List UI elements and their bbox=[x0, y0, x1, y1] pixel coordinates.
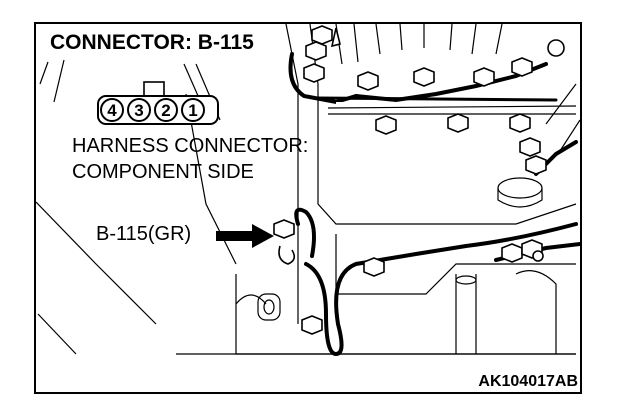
pin-2-outline bbox=[154, 98, 178, 122]
pin-4-outline bbox=[100, 98, 124, 122]
connector-block bbox=[375, 115, 397, 135]
harness-connector-label: HARNESS CONNECTOR: bbox=[72, 135, 309, 157]
connector-block bbox=[509, 113, 531, 133]
connector-block bbox=[303, 63, 325, 83]
figure-id: AK104017AB bbox=[478, 373, 578, 390]
connector-block bbox=[305, 41, 327, 61]
harness-lower bbox=[324, 222, 578, 357]
body-panel-line bbox=[36, 201, 157, 325]
connector-block bbox=[311, 25, 333, 45]
connector-block bbox=[413, 67, 435, 87]
connector-block bbox=[363, 257, 385, 277]
body-panel-line bbox=[39, 61, 49, 85]
pin-label: 3 bbox=[134, 101, 143, 120]
connector-block bbox=[473, 67, 495, 87]
connector-lock-tab bbox=[143, 81, 165, 97]
pin-label: 1 bbox=[188, 101, 197, 120]
connector-title: CONNECTOR: B-115 bbox=[48, 31, 256, 54]
pin-1-outline bbox=[181, 98, 205, 122]
connector-block bbox=[357, 71, 379, 91]
connector-block bbox=[525, 155, 547, 175]
connector-face-diagram: 4 3 2 1 bbox=[97, 81, 219, 125]
harness-main bbox=[288, 52, 358, 105]
connector-block bbox=[447, 113, 469, 133]
engine-block-edge bbox=[285, 24, 299, 324]
component-side-label: COMPONENT SIDE bbox=[72, 161, 254, 183]
connector-block bbox=[511, 57, 533, 77]
connector-clip bbox=[278, 245, 296, 265]
pin-label: 4 bbox=[107, 101, 117, 120]
callout-arrow bbox=[216, 224, 274, 248]
engine-bay-illustration: 4 3 2 1 bbox=[36, 24, 580, 357]
engine-block-edge bbox=[309, 24, 577, 225]
callout-label: B-115(GR) bbox=[96, 223, 192, 245]
lower-housing bbox=[235, 274, 576, 355]
body-panel-line bbox=[37, 313, 77, 355]
connector-block bbox=[501, 243, 523, 263]
lower-housing bbox=[335, 234, 576, 295]
diagram-frame: 4 3 2 1 CONNECTOR: B-115 HARNESS CONNECT… bbox=[34, 22, 582, 394]
connector-block bbox=[519, 137, 541, 157]
connector-block bbox=[301, 315, 323, 335]
pin-3-outline bbox=[127, 98, 151, 122]
target-connector-b115 bbox=[273, 219, 295, 239]
harness-branch bbox=[294, 207, 316, 258]
pin-label: 2 bbox=[161, 101, 170, 120]
body-panel-line bbox=[53, 59, 65, 103]
sensor-cap bbox=[497, 177, 543, 199]
